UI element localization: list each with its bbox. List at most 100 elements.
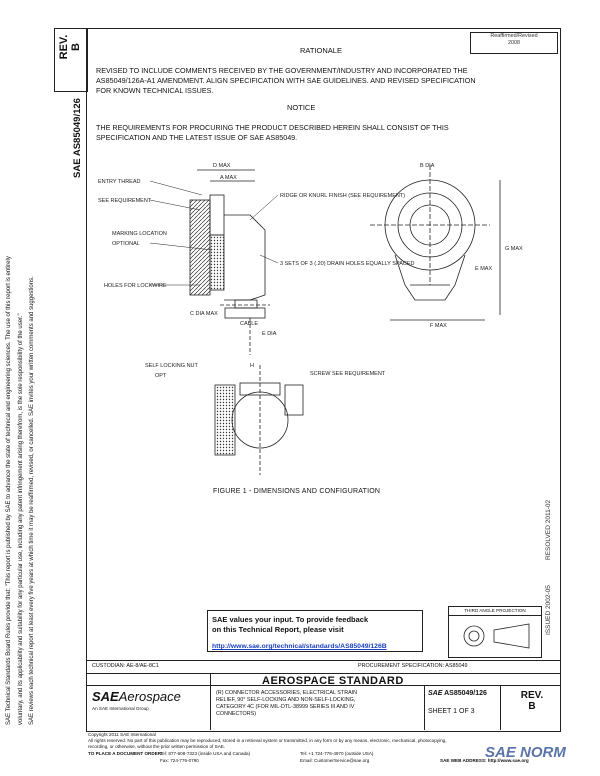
label-drain-note: 3 SETS OF 3 (.20) DRAIN HOLES EQUALLY SP… bbox=[280, 261, 415, 267]
divider bbox=[86, 685, 560, 686]
legal-notice: SAE Technical Standards Board Rules prov… bbox=[4, 165, 39, 725]
phone-1: Tel: 877-606-7323 (inside USA and Canada… bbox=[160, 751, 251, 756]
logo-sae: SAE bbox=[92, 689, 119, 704]
label-amax: A MAX bbox=[220, 175, 237, 181]
rights-line-2: recording, or otherwise, without the pri… bbox=[88, 744, 226, 749]
reaffirm-line-2: 2008 bbox=[508, 40, 520, 46]
notice-heading: NOTICE bbox=[287, 103, 316, 112]
feedback-link[interactable]: http://www.sae.org/technical/standards/A… bbox=[212, 643, 387, 650]
label-optional: OPTIONAL bbox=[112, 241, 140, 247]
procurement-spec: PROCUREMENT SPECIFICATION: AS85049 bbox=[358, 663, 468, 669]
rev-box bbox=[54, 28, 88, 92]
sae-logo: SAEAerospace An SAE International Group bbox=[92, 688, 181, 712]
rationale-line: REVISED TO INCLUDE COMMENTS RECEIVED BY … bbox=[96, 66, 468, 75]
label-h: H bbox=[250, 363, 254, 369]
tb-sae: SAE bbox=[428, 690, 443, 697]
rationale-line: FOR KNOWN TECHNICAL ISSUES. bbox=[96, 86, 214, 95]
notice-text: THE REQUIREMENTS FOR PROCURING THE PRODU… bbox=[96, 123, 551, 143]
label-b-dia: B DIA bbox=[420, 163, 435, 169]
rationale-text: REVISED TO INCLUDE COMMENTS RECEIVED BY … bbox=[96, 66, 551, 96]
standard-title: AEROSPACE STANDARD bbox=[262, 675, 404, 687]
tb-rev-label: REV. bbox=[520, 690, 544, 701]
label-e-max: E MAX bbox=[475, 266, 492, 272]
clamp-saddle bbox=[224, 307, 266, 319]
clamp-labels: SELF LOCKING NUT OPT H SCREW SEE REQUIRE… bbox=[145, 363, 386, 379]
phone-2: Tel: +1 724-776-4970 (outside USA) bbox=[300, 751, 374, 756]
body-lower bbox=[209, 234, 225, 291]
description-line: CONNECTORS) bbox=[216, 711, 257, 717]
figure-drawing: D MAX A MAX ENTRY THREAD SEE REQUIREMENT… bbox=[98, 163, 523, 475]
legal-line: SAE Technical Standards Board Rules prov… bbox=[6, 256, 12, 725]
side-view-labels: D MAX A MAX ENTRY THREAD SEE REQUIREMENT… bbox=[98, 163, 415, 337]
tb-rev-value: B bbox=[528, 701, 536, 712]
order-label: TO PLACE A DOCUMENT ORDER: bbox=[88, 751, 163, 756]
drawing-sheet bbox=[86, 28, 561, 732]
side-view bbox=[189, 169, 270, 355]
clamp-view bbox=[214, 365, 304, 475]
fax: Fax: 724-776-0790 bbox=[160, 758, 199, 763]
label-e-dia: E DIA bbox=[262, 331, 277, 337]
divider bbox=[86, 660, 560, 661]
divider bbox=[500, 685, 501, 730]
web-address: SAE WEB ADDRESS: http://www.sae.org bbox=[440, 758, 529, 763]
resolved-stamp: RESOLVED 2011-02 bbox=[545, 499, 552, 560]
figure-caption: FIGURE 1 - DIMENSIONS AND CONFIGURATION bbox=[213, 488, 381, 495]
label-f-max: F MAX bbox=[430, 323, 447, 329]
tb-doc: AS85049/126 bbox=[444, 690, 487, 697]
email: Email: CustomerService@sae.org bbox=[300, 758, 370, 763]
rationale-line: AS85049/126A-A1 AMENDMENT. ALIGN SPECIFI… bbox=[96, 76, 476, 85]
tb-rev: REV. B bbox=[510, 690, 554, 712]
projection-label: THIRD ANGLE PROJECTION bbox=[449, 607, 541, 616]
end-view bbox=[370, 165, 501, 321]
watermark: SAE NORM bbox=[485, 744, 566, 761]
reaffirm-box: Reaffirmed/Revised 2008 bbox=[470, 32, 558, 54]
clamp-ear-left bbox=[214, 384, 236, 456]
clamp-profile bbox=[394, 254, 466, 301]
divider bbox=[210, 673, 211, 730]
label-c-dia: C DIA MAX bbox=[190, 311, 218, 317]
footer: Copyright 2011 SAE International All rig… bbox=[88, 732, 558, 750]
label-dmax: D MAX bbox=[213, 163, 231, 169]
rev-value: B bbox=[70, 43, 82, 51]
tb-doc-number: SAE AS85049/126 bbox=[428, 690, 487, 697]
label-self-locking: SELF LOCKING NUT bbox=[145, 363, 199, 369]
label-cable: CABLE bbox=[240, 321, 258, 327]
label-entry-thread: ENTRY THREAD bbox=[98, 179, 141, 185]
feedback-line-1: SAE values your input. To provide feedba… bbox=[212, 615, 369, 624]
rationale-heading: RATIONALE bbox=[300, 46, 342, 55]
divider bbox=[86, 673, 560, 674]
notice-line: THE REQUIREMENTS FOR PROCURING THE PRODU… bbox=[96, 123, 449, 132]
clamp-bar bbox=[234, 299, 258, 309]
label-opt: OPT bbox=[155, 373, 167, 379]
legal-line: SAE reviews each technical report at lea… bbox=[29, 276, 35, 725]
strain-relief-body bbox=[224, 214, 266, 301]
feedback-box: SAE values your input. To provide feedba… bbox=[207, 610, 423, 652]
leader-lines bbox=[149, 180, 279, 286]
description-line: CATEGORY 4C (FOR MIL-DTL-38999 SERIES II… bbox=[216, 704, 355, 710]
description: (R) CONNECTOR ACCESSORIES, ELECTRICAL ST… bbox=[216, 690, 422, 718]
logo-subtitle: An SAE International Group bbox=[92, 706, 149, 711]
label-marking-location: MARKING LOCATION bbox=[112, 231, 167, 237]
coupling-nut bbox=[189, 199, 211, 296]
label-holes-lockwire: HOLES FOR LOCKWIRE bbox=[104, 283, 167, 289]
doc-number-vertical: SAE AS85049/126 bbox=[72, 98, 83, 178]
rev-marker: REV. B bbox=[58, 18, 82, 76]
copyright: Copyright 2011 SAE International bbox=[88, 732, 156, 737]
label-g-max: G MAX bbox=[505, 246, 523, 252]
label-ridge-note: RIDGE OR KNURL FINISH (SEE REQUIREMENT) bbox=[280, 193, 405, 199]
projection-symbol bbox=[463, 623, 530, 649]
rights-line-1: All rights reserved. No part of this pub… bbox=[88, 738, 447, 743]
custodian: CUSTODIAN: AE-8/AE-8C1 bbox=[92, 663, 159, 669]
label-see-requirement: SEE REQUIREMENT bbox=[98, 198, 152, 204]
label-screw: SCREW SEE REQUIREMENT bbox=[310, 371, 386, 377]
divider bbox=[424, 685, 425, 730]
sae-mark: SAE bbox=[72, 158, 83, 178]
description-line: RELIEF, 90° SELF-LOCKING AND NON-SELF-LO… bbox=[216, 697, 356, 703]
clamp-ear-right bbox=[284, 384, 304, 416]
rev-label: REV. bbox=[58, 34, 70, 60]
reaffirm-line-1: Reaffirmed/Revised bbox=[490, 33, 538, 39]
logo-aerospace: Aerospace bbox=[118, 689, 181, 704]
description-line: (R) CONNECTOR ACCESSORIES, ELECTRICAL ST… bbox=[216, 690, 358, 696]
end-view-labels: B DIA F MAX G MAX E MAX bbox=[420, 163, 523, 329]
feedback-line-2: on this Technical Report, please visit bbox=[212, 625, 344, 634]
